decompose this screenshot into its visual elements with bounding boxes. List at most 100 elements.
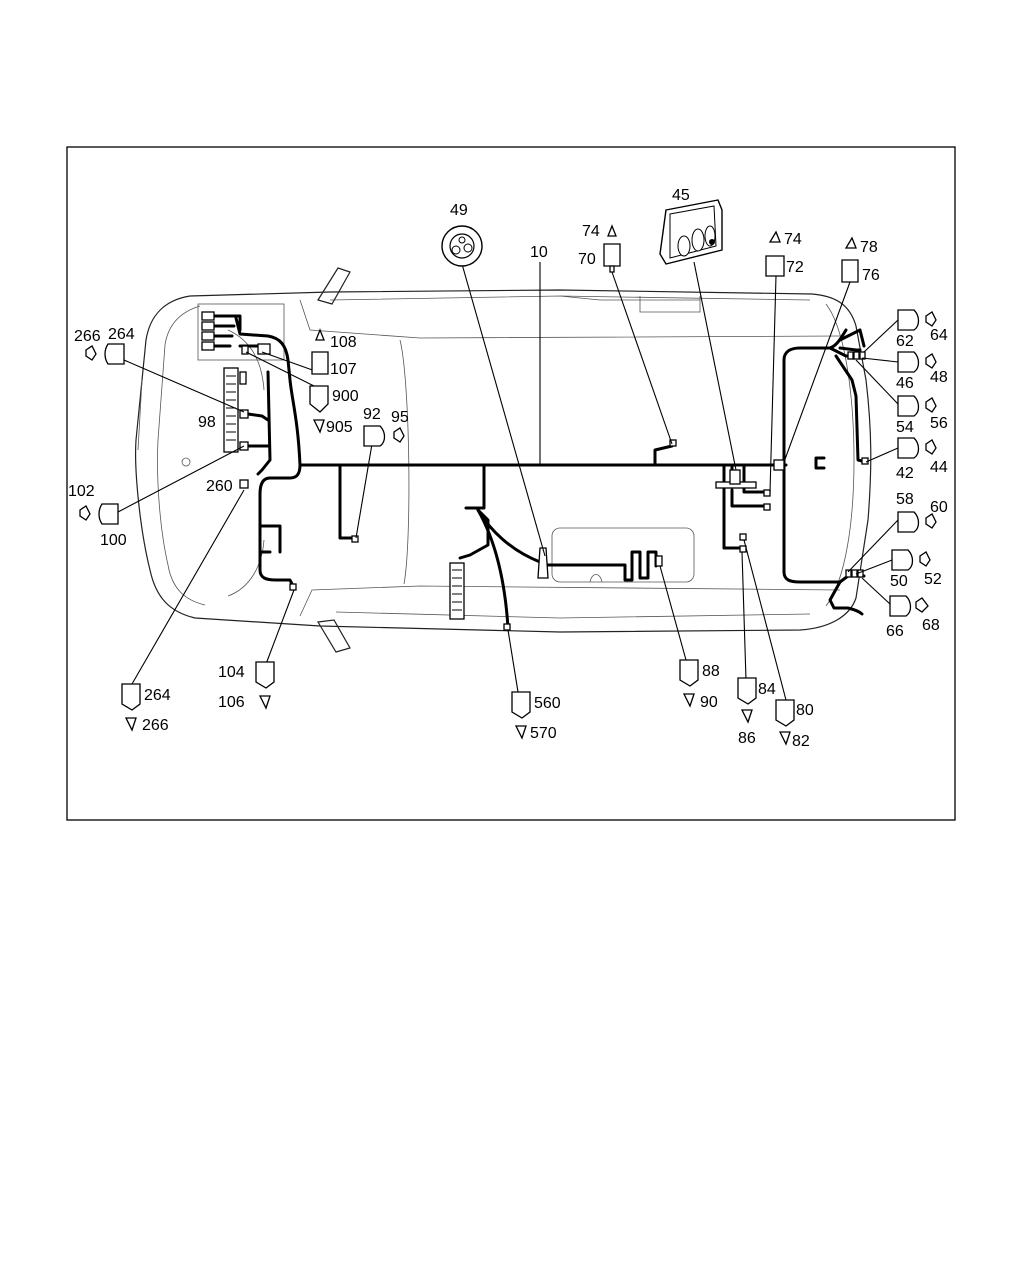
terminal-56-icon — [925, 397, 937, 413]
label-560: 560 — [534, 695, 561, 712]
label-106: 106 — [218, 694, 245, 711]
label-54: 54 — [896, 419, 914, 436]
terminal-74a-icon — [607, 224, 617, 237]
terminal-60-icon — [925, 513, 937, 529]
callout-labels: 10 49 45 74 70 74 72 78 76 62 64 46 48 5… — [68, 187, 948, 750]
connector-84-icon — [737, 677, 757, 705]
label-42: 42 — [896, 465, 914, 482]
label-84: 84 — [758, 681, 776, 698]
label-570: 570 — [530, 725, 557, 742]
connector-264b-icon — [121, 683, 141, 711]
center-junction — [715, 459, 785, 489]
terminal-106-icon — [258, 695, 271, 710]
label-45: 45 — [672, 187, 690, 204]
label-266b: 266 — [142, 717, 169, 734]
label-72: 72 — [786, 259, 804, 276]
terminal-266b-icon — [124, 717, 137, 732]
label-90: 90 — [700, 694, 718, 711]
label-64: 64 — [930, 327, 948, 344]
terminal-95-icon — [393, 427, 405, 443]
label-95: 95 — [391, 409, 409, 426]
connector-92-icon — [363, 425, 386, 447]
connector-62-icon — [897, 309, 920, 331]
label-900: 900 — [332, 388, 359, 405]
terminal-68-icon — [915, 597, 929, 613]
label-60: 60 — [930, 499, 948, 516]
label-905: 905 — [326, 419, 353, 436]
leader-lines — [117, 261, 899, 701]
label-70: 70 — [578, 251, 596, 268]
label-266a: 266 — [74, 328, 101, 345]
connector-50-icon — [891, 549, 914, 571]
label-46: 46 — [896, 375, 914, 392]
console-connector-block — [449, 562, 465, 620]
label-56: 56 — [930, 415, 948, 432]
label-50: 50 — [890, 573, 908, 590]
label-264a: 264 — [108, 326, 135, 343]
antenna-base — [537, 547, 549, 579]
terminal-570-icon — [514, 725, 527, 740]
dash-relay-block — [201, 311, 271, 355]
label-80: 80 — [796, 702, 814, 719]
label-82: 82 — [792, 733, 810, 750]
connector-70-icon — [603, 243, 621, 273]
label-102: 102 — [68, 483, 95, 500]
label-49: 49 — [450, 202, 468, 219]
terminal-48-icon — [925, 353, 937, 369]
diagram-frame — [66, 146, 956, 821]
label-104: 104 — [218, 664, 245, 681]
label-52: 52 — [924, 571, 942, 588]
label-44: 44 — [930, 459, 948, 476]
label-78: 78 — [860, 239, 878, 256]
terminal-90-icon — [682, 693, 695, 708]
terminal-102-icon — [79, 505, 91, 521]
label-98: 98 — [198, 414, 216, 431]
connector-104-icon — [255, 661, 275, 689]
connector-58-icon — [897, 511, 920, 533]
label-10: 10 — [530, 244, 548, 261]
grommet-49-icon — [441, 225, 483, 267]
label-108: 108 — [330, 334, 357, 351]
label-92: 92 — [363, 406, 381, 423]
connector-560-icon — [511, 691, 531, 719]
label-100: 100 — [100, 532, 127, 549]
connector-900-icon — [309, 385, 329, 413]
connector-107-icon — [311, 351, 329, 375]
label-86: 86 — [738, 730, 756, 747]
terminal-52-icon — [919, 551, 931, 567]
label-264b: 264 — [144, 687, 171, 704]
label-74a: 74 — [582, 223, 600, 240]
connector-54-icon — [897, 395, 920, 417]
terminal-44-icon — [925, 439, 937, 455]
terminal-86-icon — [740, 709, 753, 724]
terminal-266a-icon — [85, 345, 97, 361]
terminal-78-icon — [844, 236, 857, 249]
connector-symbols — [79, 199, 937, 746]
terminal-82-icon — [778, 731, 791, 746]
label-68: 68 — [922, 617, 940, 634]
connector-76-icon — [841, 259, 859, 283]
label-76: 76 — [862, 267, 880, 284]
terminal-108-icon — [315, 328, 325, 341]
connector-72-icon — [765, 255, 785, 277]
label-260: 260 — [206, 478, 233, 495]
label-62: 62 — [896, 333, 914, 350]
label-88: 88 — [702, 663, 720, 680]
main-harness — [204, 314, 868, 630]
switch-panel-45-icon — [659, 199, 723, 265]
label-48: 48 — [930, 369, 948, 386]
label-107: 107 — [330, 361, 357, 378]
fuse-block-left — [223, 367, 247, 453]
connector-66-icon — [889, 595, 912, 617]
terminal-74b-icon — [768, 230, 781, 243]
connector-46-icon — [897, 351, 920, 373]
connector-264a-icon — [104, 343, 125, 365]
label-58: 58 — [896, 491, 914, 508]
label-66: 66 — [886, 623, 904, 640]
terminal-64-icon — [925, 311, 937, 327]
terminal-905-icon — [312, 419, 325, 434]
connector-88-icon — [679, 659, 699, 687]
connector-42-icon — [897, 437, 920, 459]
label-74b: 74 — [784, 231, 802, 248]
